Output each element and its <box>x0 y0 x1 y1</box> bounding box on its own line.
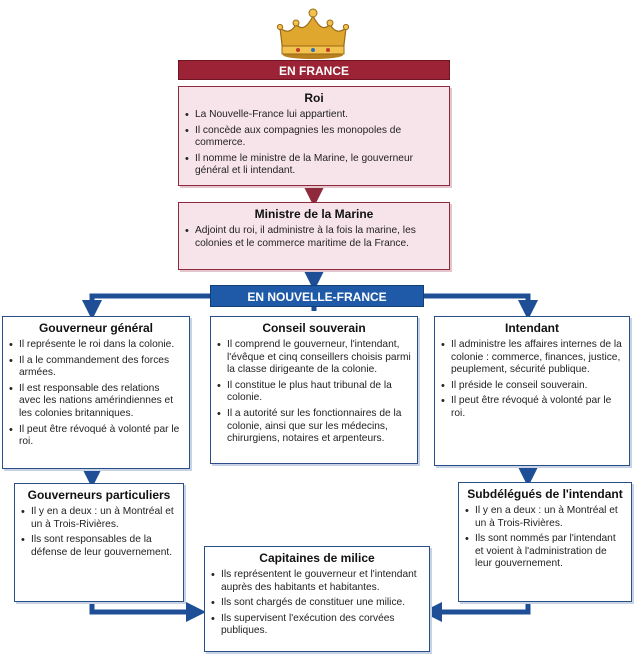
gouverneurs-particuliers-title: Gouverneurs particuliers <box>27 488 171 502</box>
capitaines-list: Ils représentent le gouverneur et l'inte… <box>205 569 429 638</box>
subdelegues-list: Il y en a deux : un à Montréal et un à T… <box>459 505 631 571</box>
roi-list: La Nouvelle-France lui appartient. Il co… <box>179 109 449 178</box>
list-item: Ils sont nommés par l'intendant et voien… <box>465 533 625 571</box>
en-france-header: EN FRANCE <box>178 60 450 80</box>
capitaines-box: Capitaines de milice Ils représentent le… <box>204 546 430 652</box>
subdelegues-box: Subdélégués de l'intendant Il y en a deu… <box>458 482 632 602</box>
ministre-list: Adjoint du roi, il administre à la fois … <box>179 225 449 250</box>
list-item: Il y en a deux : un à Montréal et un à T… <box>21 506 177 531</box>
list-item: Il nomme le ministre de la Marine, le go… <box>185 153 443 178</box>
list-item: Il constitue le plus haut tribunal de la… <box>217 380 411 405</box>
list-item: Il est responsable des relations avec le… <box>9 383 183 421</box>
list-item: Il préside le conseil souverain. <box>441 380 623 393</box>
gouverneur-general-title: Gouverneur général <box>38 321 154 335</box>
roi-title: Roi <box>304 91 324 105</box>
list-item: Ils supervisent l'exécution des corvées … <box>211 613 423 638</box>
conseil-souverain-list: Il comprend le gouverneur, l'intendant, … <box>211 339 417 446</box>
arrow-nf-to-intendant <box>424 293 538 320</box>
arrow-subdelegues-to-capitaines <box>422 602 531 622</box>
conseil-souverain-box: Conseil souverain Il comprend le gouvern… <box>210 316 418 464</box>
gouverneurs-particuliers-box: Gouverneurs particuliers Il y en a deux … <box>14 483 184 602</box>
conseil-souverain-title: Conseil souverain <box>262 321 366 335</box>
list-item: Il a le commandement des forces armées. <box>9 355 183 380</box>
intendant-title: Intendant <box>505 321 559 335</box>
crown-icon <box>276 8 350 59</box>
en-nouvelle-france-header: EN NOUVELLE-FRANCE <box>210 285 424 307</box>
list-item: Il peut être révoqué à volonté par le ro… <box>441 395 623 420</box>
list-item: Adjoint du roi, il administre à la fois … <box>185 225 443 250</box>
ministre-box: Ministre de la Marine Adjoint du roi, il… <box>178 202 450 270</box>
arrow-particuliers-to-capitaines <box>89 602 206 622</box>
list-item: Il représente le roi dans la colonie. <box>9 339 183 352</box>
list-item: Il comprend le gouverneur, l'intendant, … <box>217 339 411 377</box>
list-item: Il concède aux compagnies les monopoles … <box>185 125 443 150</box>
intendant-box: Intendant Il administre les affaires int… <box>434 316 630 466</box>
gouverneurs-particuliers-list: Il y en a deux : un à Montréal et un à T… <box>15 506 183 559</box>
list-item: La Nouvelle-France lui appartient. <box>185 109 443 122</box>
subdelegues-title: Subdélégués de l'intendant <box>467 487 623 501</box>
list-item: Il a autorité sur les fonctionnaires de … <box>217 408 411 446</box>
list-item: Ils représentent le gouverneur et l'inte… <box>211 569 423 594</box>
list-item: Ils sont responsables de la défense de l… <box>21 534 177 559</box>
capitaines-title: Capitaines de milice <box>259 551 375 565</box>
roi-box: Roi La Nouvelle-France lui appartient. I… <box>178 86 450 186</box>
arrow-nf-to-gouverneur <box>82 293 210 320</box>
ministre-title: Ministre de la Marine <box>254 207 374 221</box>
intendant-list: Il administre les affaires internes de l… <box>435 339 629 421</box>
list-item: Ils sont chargés de constituer une milic… <box>211 597 423 610</box>
gouverneur-general-box: Gouverneur général Il représente le roi … <box>2 316 190 469</box>
list-item: Il y en a deux : un à Montréal et un à T… <box>465 505 625 530</box>
list-item: Il peut être révoqué à volonté par le ro… <box>9 424 183 449</box>
list-item: Il administre les affaires internes de l… <box>441 339 623 377</box>
gouverneur-general-list: Il représente le roi dans la colonie. Il… <box>3 339 189 449</box>
